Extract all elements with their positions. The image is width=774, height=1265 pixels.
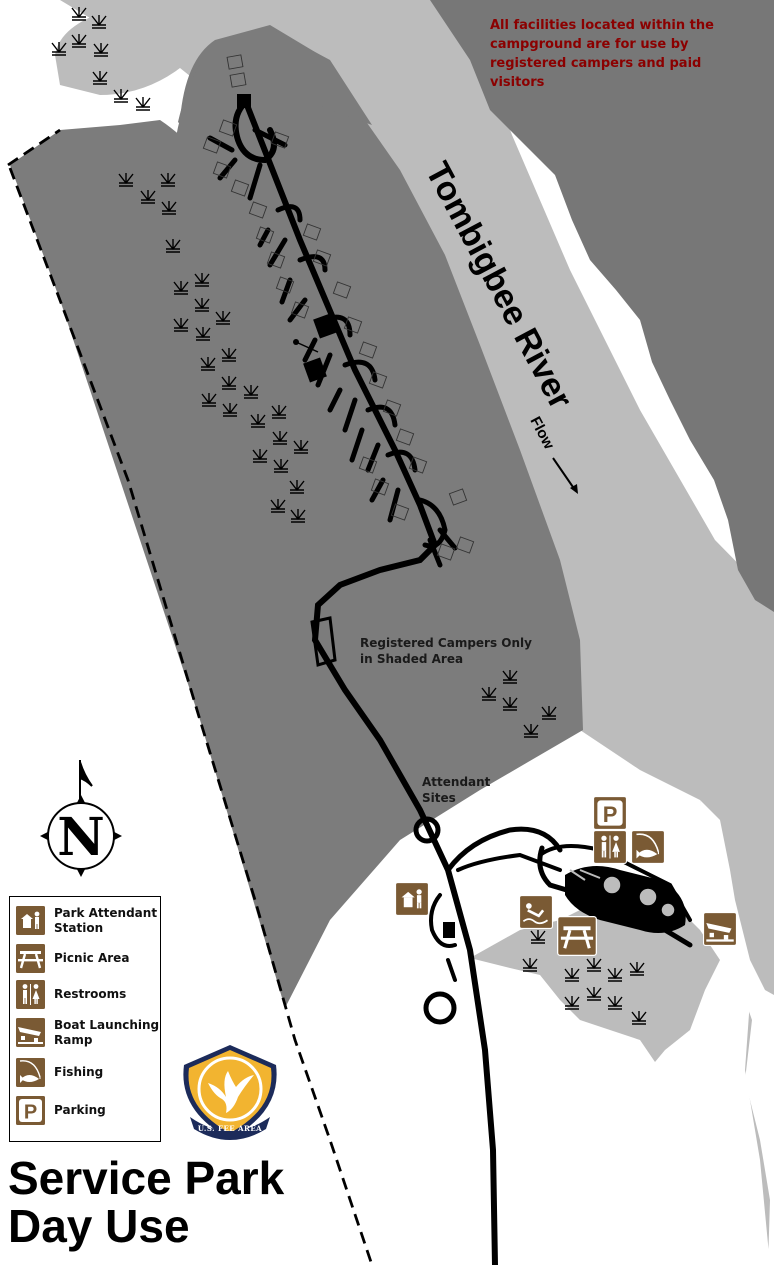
building-center [313,313,337,339]
boat-ramp-icon[interactable] [703,912,737,946]
restrooms-icon [15,979,46,1010]
attendant-sites-label-line2: Sites [422,791,456,805]
legend-item-restrooms: Restrooms [15,979,160,1010]
fishing-icon[interactable] [631,830,665,864]
swimming-icon[interactable] [519,895,553,929]
parking-icon [15,1095,46,1126]
notice-text: All facilities located within the campgr… [490,18,714,90]
legend-item-picnic-area: Picnic Area [15,943,160,974]
svg-text:U.S. FEE AREA: U.S. FEE AREA [198,1124,262,1133]
picnic-table-icon[interactable] [557,916,597,956]
legend-item-fishing: Fishing [15,1057,160,1088]
eagle-icon [208,1071,254,1113]
park-attendant-icon[interactable] [395,882,429,916]
svg-text:visitors: visitors [490,75,545,90]
svg-text:N: N [57,807,105,868]
compass: N [40,760,122,877]
svg-text:registered campers and paid: registered campers and paid [490,56,701,71]
boundary-dashed-line [7,128,374,1265]
svg-text:All facilities located within: All facilities located within the [490,18,714,33]
page-title: Service Park [8,1152,285,1204]
registered-campers-note-line2: in Shaded Area [360,652,463,666]
roads [207,97,693,1265]
restrooms-icon[interactable] [593,830,627,864]
registered-campers-note: Registered Campers Only [360,636,532,650]
building-attendant [443,922,455,938]
legend-item-parking: Parking [15,1095,160,1126]
building-north [237,94,251,108]
flow-arrow-icon [552,457,576,491]
north-peninsula [55,5,193,95]
attendant-sites-label: Attendant [422,775,491,789]
fee-area-badge: U.S. FEE AREA [183,1045,277,1140]
svg-text:campground are for use by: campground are for use by [490,37,689,52]
building-restroom [303,357,327,383]
picnic-table-icon [15,943,46,974]
parking-icon[interactable] [593,796,627,830]
boat-ramp-icon [15,1017,46,1048]
fishing-icon [15,1057,46,1088]
page-subtitle: Day Use [8,1200,190,1252]
park-attendant-icon [15,905,46,936]
river-water [430,0,774,612]
